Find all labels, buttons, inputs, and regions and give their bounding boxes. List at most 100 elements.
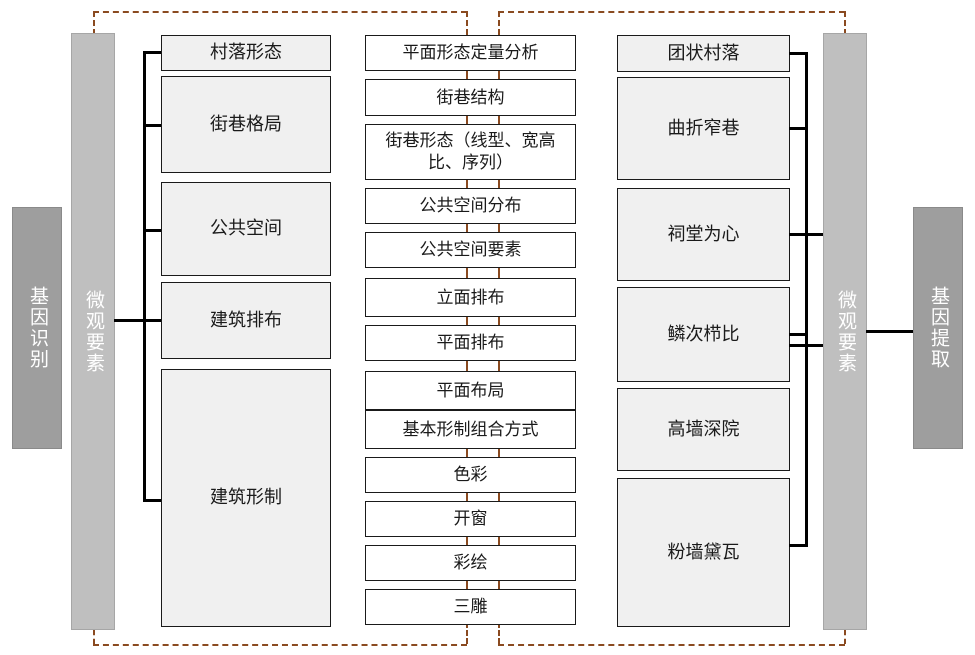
middle-item-label-11: 开窗 [453, 509, 488, 529]
middle-item-box-13[interactable]: 三雕 [365, 589, 576, 625]
left-bracket-stub-1 [143, 51, 162, 54]
right-bracket-spine [805, 52, 808, 545]
right-bracket-stub-1 [789, 52, 808, 55]
dashed-loop-bottom-left-up-bar [93, 630, 95, 644]
dashed-loop-top-left-down-bar [93, 11, 95, 35]
right-element-box-3[interactable]: 祠堂为心 [617, 188, 790, 281]
middle-item-box-12[interactable]: 彩绘 [365, 545, 576, 581]
dashed-loop-top-left-down-middle [466, 11, 468, 35]
middle-item-box-2[interactable]: 街巷结构 [365, 79, 576, 116]
middle-item-box-1[interactable]: 平面形态定量分析 [365, 35, 576, 71]
dashed-stub-middle-right-b [498, 116, 500, 124]
right-element-label-4: 鳞次栉比 [667, 323, 740, 344]
left-element-label-5: 建筑形制 [210, 487, 282, 508]
middle-item-box-7[interactable]: 平面排布 [365, 325, 576, 361]
dashed-stub-middle-right-h [498, 449, 500, 457]
stage-bar-gene-extraction: 基因提取 [913, 207, 963, 449]
dashed-stub-middle-left-k [466, 581, 468, 589]
dashed-stub-middle-left-b [466, 116, 468, 124]
middle-item-label-8: 平面布局 [436, 380, 505, 400]
middle-item-label-9: 基本形制组合方式 [402, 419, 539, 439]
left-bracket-to-bar [114, 319, 144, 322]
dashed-loop-bottom-left-horizontal [93, 644, 467, 646]
dashed-stub-middle-left-f [466, 317, 468, 325]
middle-item-label-1: 平面形态定量分析 [402, 43, 539, 63]
right-element-label-3: 祠堂为心 [667, 223, 740, 244]
middle-item-box-4[interactable]: 公共空间分布 [365, 188, 576, 224]
stage-bar-gene-identification-label: 基因识别 [26, 286, 48, 370]
middle-item-label-5: 公共空间要素 [419, 240, 522, 260]
left-bracket-spine [143, 51, 146, 501]
right-bracket-stub-6 [789, 544, 808, 547]
left-element-label-4: 建筑排布 [210, 309, 282, 330]
middle-item-box-11[interactable]: 开窗 [365, 501, 576, 537]
middle-item-label-12: 彩绘 [453, 553, 488, 573]
middle-item-box-6[interactable]: 立面排布 [365, 278, 576, 317]
left-bracket-stub-3 [143, 229, 162, 232]
dashed-stub-middle-right-f [498, 317, 500, 325]
right-element-box-4[interactable]: 鳞次栉比 [617, 287, 790, 382]
dashed-loop-bottom-right-up-middle [498, 622, 500, 644]
left-element-box-5[interactable]: 建筑形制 [161, 369, 331, 627]
middle-item-label-3: 街巷形态（线型、宽高比、序列） [385, 131, 556, 172]
category-bar-micro-elements-right: 微观要素 [823, 33, 867, 630]
dashed-stub-middle-left-g [466, 361, 468, 371]
right-element-label-5: 高墙深院 [667, 418, 740, 439]
dashed-stub-middle-right-k [498, 581, 500, 589]
right-element-box-2[interactable]: 曲折窄巷 [617, 77, 790, 180]
left-element-box-2[interactable]: 街巷格局 [161, 76, 331, 173]
middle-item-box-3[interactable]: 街巷形态（线型、宽高比、序列） [365, 124, 576, 180]
left-element-box-4[interactable]: 建筑排布 [161, 282, 331, 359]
right-bar-to-stage-connector [866, 330, 914, 333]
dashed-stub-middle-left-j [466, 537, 468, 545]
dashed-loop-top-right-down-bar [844, 11, 846, 35]
middle-item-box-8[interactable]: 平面布局 [365, 371, 576, 410]
dashed-stub-middle-left-h [466, 449, 468, 457]
dashed-loop-bottom-right-up-bar [844, 630, 846, 644]
left-element-box-1[interactable]: 村落形态 [161, 35, 331, 71]
middle-item-label-7: 平面排布 [436, 333, 505, 353]
dashed-stub-middle-left-a [466, 71, 468, 79]
dashed-loop-top-left-horizontal [93, 11, 467, 13]
dashed-stub-middle-right-d [498, 224, 500, 232]
right-element-label-2: 曲折窄巷 [667, 117, 740, 138]
dashed-stub-middle-left-d [466, 224, 468, 232]
category-bar-micro-elements-left-label: 微观要素 [82, 289, 104, 374]
dashed-stub-middle-right-c [498, 180, 500, 188]
dashed-stub-middle-left-c [466, 180, 468, 188]
middle-item-box-5[interactable]: 公共空间要素 [365, 232, 576, 268]
right-element-label-6: 粉墙黛瓦 [667, 541, 740, 562]
dashed-loop-bottom-right-horizontal [498, 644, 845, 646]
dashed-stub-middle-right-i [498, 493, 500, 501]
middle-item-label-6: 立面排布 [436, 287, 505, 307]
middle-item-label-13: 三雕 [453, 597, 488, 617]
middle-item-label-4: 公共空间分布 [419, 196, 522, 216]
dashed-stub-middle-left-e [466, 268, 468, 278]
dashed-stub-middle-right-j [498, 537, 500, 545]
right-element-box-5[interactable]: 高墙深院 [617, 388, 790, 471]
stage-bar-gene-identification: 基因识别 [12, 207, 62, 449]
left-element-label-2: 街巷格局 [210, 113, 282, 134]
left-element-box-3[interactable]: 公共空间 [161, 182, 331, 276]
dashed-stub-middle-left-i [466, 493, 468, 501]
stage-bar-gene-extraction-label: 基因提取 [927, 286, 949, 370]
left-bracket-stub-5 [143, 499, 162, 502]
dashed-stub-middle-right-e [498, 268, 500, 278]
dashed-stub-middle-right-g [498, 361, 500, 371]
right-element-box-6[interactable]: 粉墙黛瓦 [617, 478, 790, 627]
right-bracket-stub-3 [789, 233, 808, 236]
dashed-loop-bottom-left-up-middle [466, 622, 468, 644]
middle-item-box-9[interactable]: 基本形制组合方式 [365, 410, 576, 449]
right-element-box-1[interactable]: 团状村落 [617, 35, 790, 72]
right-bracket-to-bar-b [805, 344, 825, 347]
dashed-stub-middle-right-a [498, 71, 500, 79]
right-bracket-stub-4 [789, 333, 808, 336]
middle-item-label-10: 色彩 [453, 465, 488, 485]
left-bracket-stub-4 [143, 319, 162, 322]
category-bar-micro-elements-right-label: 微观要素 [834, 289, 856, 374]
right-bracket-stub-5 [789, 344, 808, 347]
category-bar-micro-elements-left: 微观要素 [71, 33, 115, 630]
middle-item-box-10[interactable]: 色彩 [365, 457, 576, 493]
right-bracket-stub-2 [789, 127, 808, 130]
